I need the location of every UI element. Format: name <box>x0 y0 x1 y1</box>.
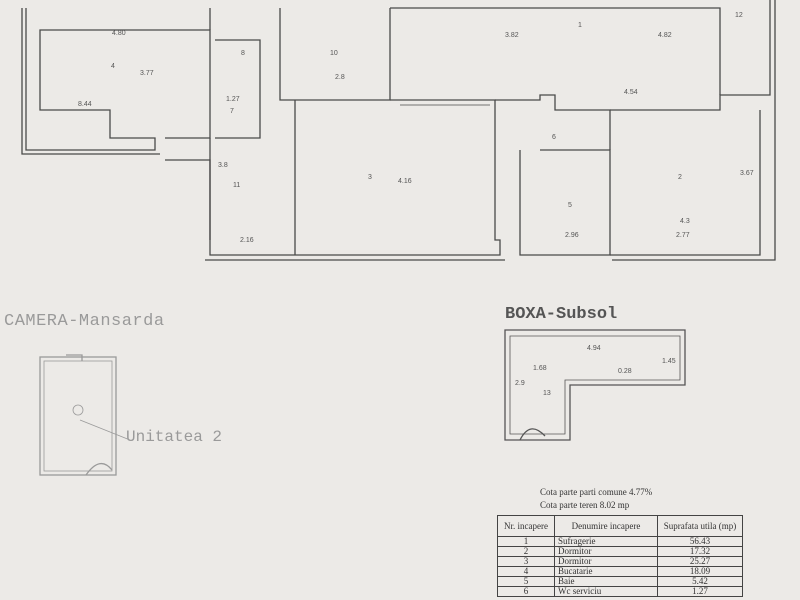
wall-bath-2 <box>519 149 611 256</box>
room-number-cell: 2 <box>497 546 555 557</box>
dim-label: 1.45 <box>662 358 676 365</box>
room-number: 4 <box>111 63 115 70</box>
room-area-cell: 1.27 <box>657 586 743 597</box>
room-number-cell: 3 <box>497 556 555 567</box>
common-share-text: Cota parte parti comune 4.77% <box>540 487 653 497</box>
room-number-cell: 1 <box>497 536 555 547</box>
room-number: 13 <box>543 390 551 397</box>
dim-label: 3.8 <box>218 162 228 169</box>
dim-label: 4.82 <box>658 32 672 39</box>
dim-label: 0.28 <box>618 368 632 375</box>
room-number: 1 <box>578 22 582 29</box>
dim-label: 8.44 <box>78 101 92 108</box>
dim-label: 4.3 <box>680 218 690 225</box>
room-name-cell: Dormitor <box>554 546 658 557</box>
table-row: 6 Wc serviciu 1.27 <box>497 586 743 597</box>
wall-kitchen-outer <box>21 8 160 155</box>
table-row: 1 Sufragerie 56.43 <box>497 536 743 547</box>
room-area-cell: 17.32 <box>657 546 743 557</box>
room-number: 7 <box>230 108 234 115</box>
table-header-row: Nr. incapere Denumire incapere Suprafata… <box>497 515 743 537</box>
header-room-area: Suprafata utila (mp) <box>657 515 743 537</box>
dim-label: 3.82 <box>505 32 519 39</box>
dim-label: 3.77 <box>140 70 154 77</box>
wall-room11 <box>165 159 211 240</box>
header-room-name: Denumire incapere <box>554 515 658 537</box>
room-number: 5 <box>568 202 572 209</box>
wall-small-8 <box>215 39 261 139</box>
boxa-room <box>504 329 686 441</box>
room-number: 3 <box>368 174 372 181</box>
wall-top <box>209 8 391 101</box>
room-area-cell: 25.27 <box>657 556 743 567</box>
room-number-cell: 6 <box>497 586 555 597</box>
table-row: 4 Bucatarie 18.09 <box>497 566 743 577</box>
basement-title: BOXA-Subsol <box>505 305 618 324</box>
wall-right-bottom <box>610 110 761 256</box>
room-number: 2 <box>678 174 682 181</box>
room-number-cell: 5 <box>497 576 555 587</box>
room-number: 12 <box>735 12 743 19</box>
dim-label: 2.16 <box>240 237 254 244</box>
room-area-cell: 5.42 <box>657 576 743 587</box>
dim-label: 2.8 <box>335 74 345 81</box>
wall-bath <box>495 94 611 150</box>
room-number-cell: 4 <box>497 566 555 577</box>
dim-label: 2.96 <box>565 232 579 239</box>
dim-label: 2.9 <box>515 380 525 387</box>
dim-label: 4.80 <box>112 30 126 37</box>
room-name-cell: Wc serviciu <box>554 586 658 597</box>
dim-label: 4.54 <box>624 89 638 96</box>
room-area-cell: 18.09 <box>657 566 743 577</box>
header-room-number: Nr. incapere <box>497 515 555 537</box>
room-number: 8 <box>241 50 245 57</box>
room-number: 10 <box>330 50 338 57</box>
room-name-cell: Bucatarie <box>554 566 658 577</box>
unit-label: Unitatea 2 <box>126 428 223 446</box>
room-name-cell: Sufragerie <box>554 536 658 547</box>
room-name-cell: Dormitor <box>554 556 658 567</box>
room-area-table: Nr. incapere Denumire incapere Suprafata… <box>497 515 743 597</box>
table-row: 3 Dormitor 25.27 <box>497 556 743 567</box>
table-row: 5 Baie 5.42 <box>497 576 743 587</box>
wall-top-right <box>390 7 721 95</box>
dim-label: 1.68 <box>533 365 547 372</box>
wall-small-rooms <box>209 99 501 256</box>
room-number: 11 <box>233 182 241 189</box>
room-name-cell: Baie <box>554 576 658 587</box>
wall-right-outer <box>612 0 776 261</box>
mansard-title: CAMERA-Mansarda <box>4 312 165 331</box>
table-row: 2 Dormitor 17.32 <box>497 546 743 557</box>
dim-label: 3.67 <box>740 170 754 177</box>
dim-label: 2.77 <box>676 232 690 239</box>
dim-label: 4.16 <box>398 178 412 185</box>
land-share-text: Cota parte teren 8.02 mp <box>540 500 630 510</box>
wall-kitchen <box>25 8 211 151</box>
room-area-cell: 56.43 <box>657 536 743 547</box>
room-number: 6 <box>552 134 556 141</box>
dim-label: 1.27 <box>226 96 240 103</box>
mansard-room <box>39 356 117 476</box>
dim-label: 4.94 <box>587 345 601 352</box>
